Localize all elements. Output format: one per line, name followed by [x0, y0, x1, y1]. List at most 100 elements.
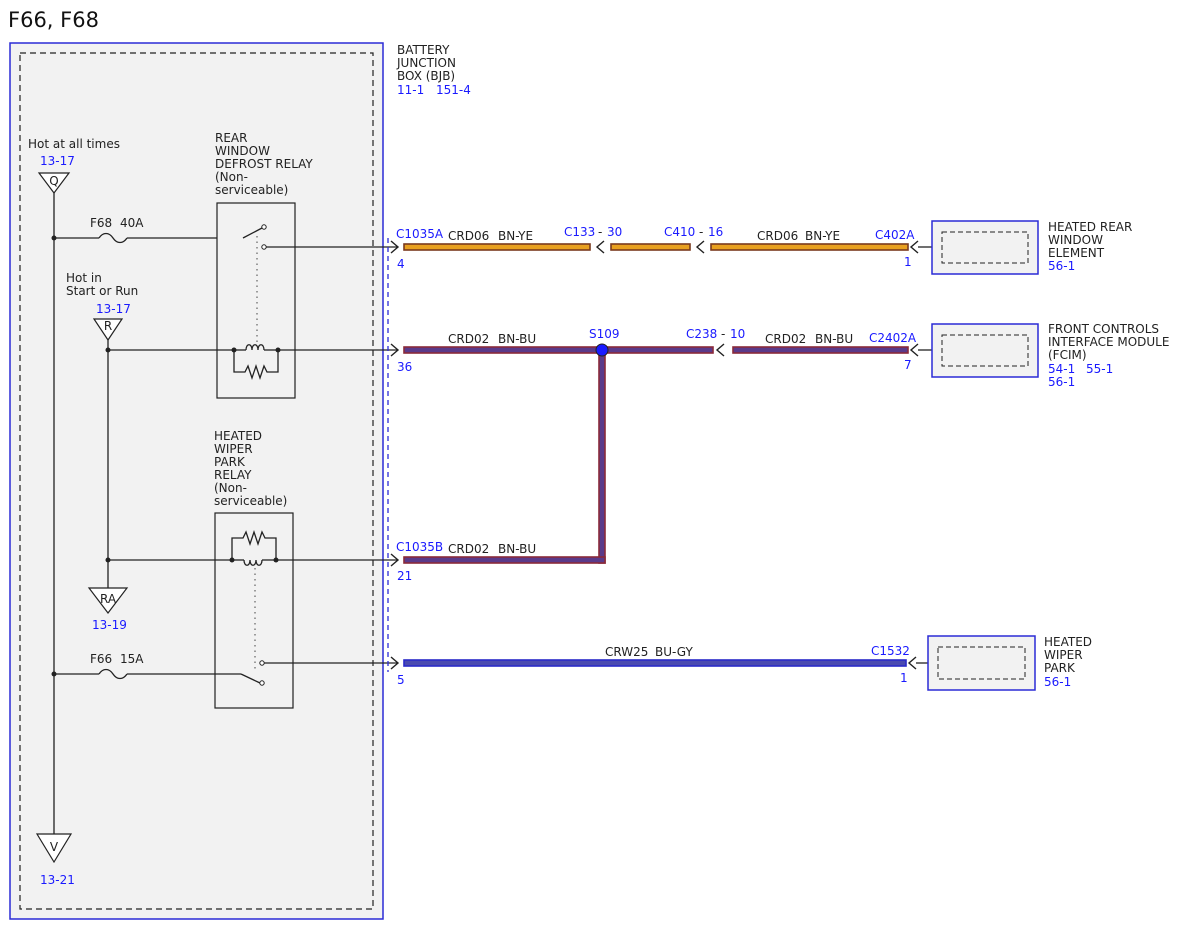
bjb-name-line: BOX (BJB): [397, 69, 455, 83]
relay-label-line: (Non-: [214, 481, 247, 495]
connector-c238[interactable]: C238: [686, 327, 717, 341]
relay-label-line: HEATED: [214, 429, 262, 443]
connector-c402a[interactable]: C402A: [875, 228, 915, 242]
connector-c1532[interactable]: C1532: [871, 644, 910, 658]
component-ref[interactable]: 56-1: [1048, 375, 1075, 389]
component-ref[interactable]: 54-1: [1048, 362, 1075, 376]
connector-pin: 7: [904, 358, 912, 372]
bjb-inner-dashed: [19, 52, 374, 910]
source-label-line: Start or Run: [66, 284, 138, 298]
component-label-line: HEATED REAR: [1048, 220, 1132, 234]
component-label-line: HEATED: [1044, 635, 1092, 649]
connector-pin: 10: [730, 327, 745, 341]
fuse-rating: 15A: [120, 652, 144, 666]
connector-pin: 30: [607, 225, 622, 239]
connector-c2402a[interactable]: C2402A: [869, 331, 917, 345]
component-label-line: (FCIM): [1048, 348, 1087, 362]
connector-c133[interactable]: C133: [564, 225, 595, 239]
circuit-name: CRW25: [605, 645, 648, 659]
bjb-label: BATTERY JUNCTION BOX (BJB) 11-1 151-4: [396, 43, 471, 97]
connector-dash: -: [699, 225, 703, 239]
source-ref[interactable]: 13-17: [40, 154, 75, 168]
connector-pin: 5: [397, 673, 405, 687]
terminal-ra: RA 13-19: [87, 587, 129, 632]
terminal-symbol: V: [50, 840, 59, 854]
fuse-rating: 40A: [120, 216, 144, 230]
connector-pin: 1: [900, 671, 908, 685]
connector-pin: 1: [904, 255, 912, 269]
relay-label-line: serviceable): [214, 494, 287, 508]
circuit-crd06[interactable]: [403, 240, 932, 254]
bjb-ref[interactable]: 151-4: [436, 83, 471, 97]
source-hot-at-all-times: Hot at all times 13-17 Q: [28, 137, 120, 194]
bjb-name-line: JUNCTION: [396, 56, 456, 70]
wire-color: BN-BU: [498, 332, 536, 346]
bjb-name-line: BATTERY: [397, 43, 450, 57]
source-label: Hot at all times: [28, 137, 120, 151]
relay-label-line: WIPER: [214, 442, 253, 456]
relay-label-line: serviceable): [215, 183, 288, 197]
connector-dash: -: [598, 225, 602, 239]
terminal-ref[interactable]: 13-19: [92, 618, 127, 632]
terminal-v: V 13-21: [35, 833, 75, 887]
wire-color: BN-YE: [805, 229, 840, 243]
bjb-ref[interactable]: 11-1: [397, 83, 424, 97]
connector-pin: 21: [397, 569, 412, 583]
component-ref[interactable]: 55-1: [1086, 362, 1113, 376]
wire-color: BN-BU: [815, 332, 853, 346]
connector-c410[interactable]: C410: [664, 225, 695, 239]
page-title: F66, F68: [8, 8, 99, 32]
source-ref[interactable]: 13-17: [96, 302, 131, 316]
connector-pin: 36: [397, 360, 412, 374]
circuit-name: CRD02: [448, 332, 489, 346]
connector-pin: 16: [708, 225, 723, 239]
fuse-name: F66: [90, 652, 112, 666]
connector-c1035b[interactable]: C1035B: [396, 540, 443, 554]
connector-arrow: [390, 656, 400, 670]
circuit-crd02[interactable]: [403, 343, 932, 564]
wire-color: BU-GY: [655, 645, 693, 659]
terminal-symbol: RA: [100, 592, 117, 606]
component-label-line: PARK: [1044, 661, 1076, 675]
circuit-name: CRD06: [448, 229, 489, 243]
component-heated-rear-window[interactable]: [931, 220, 1039, 275]
connector-pin: 4: [397, 257, 405, 271]
connector-c1035a[interactable]: C1035A: [396, 227, 444, 241]
component-label-line: WIPER: [1044, 648, 1083, 662]
component-ref[interactable]: 56-1: [1044, 675, 1071, 689]
terminal-ref[interactable]: 13-21: [40, 873, 75, 887]
fuse-name: F68: [90, 216, 112, 230]
circuit-name: CRD02: [448, 542, 489, 556]
fuse-f66: F66 15A: [51, 652, 241, 680]
connector-arrow: [390, 553, 400, 567]
circuit-name: CRD06: [757, 229, 798, 243]
splice-s109[interactable]: [595, 343, 609, 357]
source-symbol: R: [104, 319, 112, 333]
source-symbol: Q: [49, 174, 58, 188]
component-label-line: INTERFACE MODULE: [1048, 335, 1169, 349]
component-label-line: ELEMENT: [1048, 246, 1105, 260]
component-label-line: FRONT CONTROLS: [1048, 322, 1159, 336]
relay-label-line: DEFROST RELAY: [215, 157, 313, 171]
circuit-name: CRD02: [765, 332, 806, 346]
relay-label-line: RELAY: [214, 468, 252, 482]
wire-color: BN-BU: [498, 542, 536, 556]
relay-label-line: PARK: [214, 455, 246, 469]
circuit-crw25[interactable]: [403, 656, 928, 670]
component-fcim[interactable]: [931, 323, 1039, 378]
component-label-line: WINDOW: [1048, 233, 1103, 247]
connector-arrow: [390, 240, 400, 254]
bjb-box: [9, 42, 384, 920]
connector-arrow: [390, 343, 400, 357]
source-label-line: Hot in: [66, 271, 102, 285]
relay-heated-wiper: HEATED WIPER PARK RELAY (Non- serviceabl…: [214, 429, 398, 709]
component-heated-wiper-park[interactable]: [927, 635, 1036, 691]
splice-label[interactable]: S109: [589, 327, 620, 341]
component-ref[interactable]: 56-1: [1048, 259, 1075, 273]
connector-dash: -: [721, 327, 725, 341]
fuse-f68: F68 40A: [51, 216, 243, 244]
relay-label-line: WINDOW: [215, 144, 270, 158]
relay-label-line: (Non-: [215, 170, 248, 184]
source-hot-in-start-run: Hot in Start or Run 13-17 R: [66, 271, 138, 342]
